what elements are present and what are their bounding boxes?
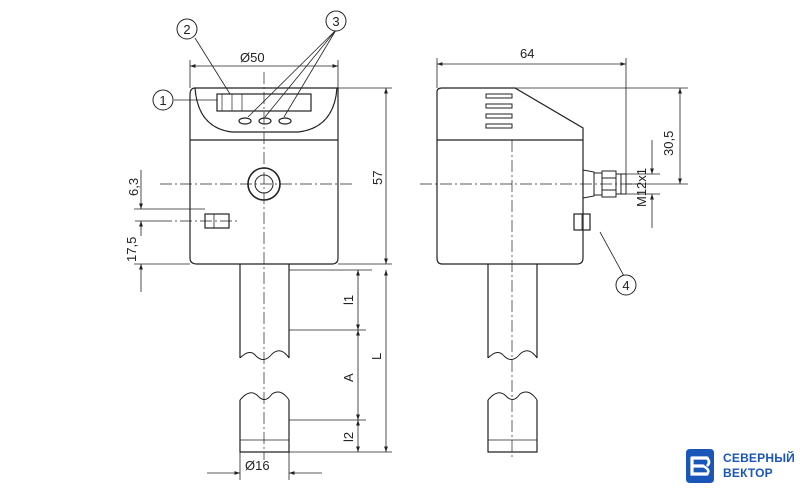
front-probe-upper xyxy=(239,264,290,358)
dim-connector-thread: M12x1 xyxy=(634,168,649,207)
logo-text-line2: ВЕКТОР xyxy=(723,466,773,480)
logo-text-line1: СЕВЕРНЫЙ xyxy=(723,451,795,465)
logo-mark-icon xyxy=(686,449,714,483)
led-mid xyxy=(258,117,272,125)
side-dimensions xyxy=(436,58,688,228)
dim-length-l2: l2 xyxy=(341,432,356,442)
dim-height: 57 xyxy=(370,171,385,185)
callout-2-label: 2 xyxy=(183,22,190,37)
callout-numbers: 1 2 3 4 xyxy=(159,14,629,293)
dim-offset-small: 6,3 xyxy=(126,178,141,196)
dim-length-l: L xyxy=(369,353,384,360)
front-centerlines xyxy=(160,72,352,460)
dim-front-diameter: Ø50 xyxy=(240,50,265,65)
led-left xyxy=(238,117,252,125)
dim-probe-diameter: Ø16 xyxy=(245,458,270,473)
side-centerlines xyxy=(420,140,640,460)
callout-1 xyxy=(152,89,174,111)
front-housing-outline xyxy=(189,87,339,265)
side-dimension-labels: 64 30,5 M12x1 xyxy=(520,46,676,207)
dim-offset-large: 17,5 xyxy=(124,237,139,262)
front-probe-lower xyxy=(239,400,290,453)
brand-logo: СЕВЕРНЫЙ ВЕКТОР xyxy=(683,445,798,487)
led-right xyxy=(278,117,292,125)
dim-length-a: A xyxy=(341,373,356,382)
display-panel xyxy=(194,87,338,133)
side-vents xyxy=(485,93,513,129)
side-housing-outline xyxy=(436,87,584,265)
dim-side-depth: 64 xyxy=(520,46,534,61)
dim-length-l1: l1 xyxy=(341,295,356,305)
front-dimension-labels: Ø50 57 6,3 17,5 l1 A L l2 Ø16 xyxy=(124,50,385,473)
callout-3-label: 3 xyxy=(332,14,339,29)
dim-connector-offset: 30,5 xyxy=(661,131,676,156)
front-dimensions xyxy=(134,60,392,480)
callout-3 xyxy=(325,10,347,32)
side-view xyxy=(436,87,627,453)
callout-4 xyxy=(615,274,637,296)
callout-4-label: 4 xyxy=(622,278,629,293)
callout-1-label: 1 xyxy=(159,93,166,108)
callout-2 xyxy=(176,18,198,40)
callout-circles xyxy=(152,10,637,296)
side-probe-lower xyxy=(487,400,538,453)
side-probe-upper xyxy=(487,264,538,358)
callout-leaders xyxy=(174,29,625,277)
